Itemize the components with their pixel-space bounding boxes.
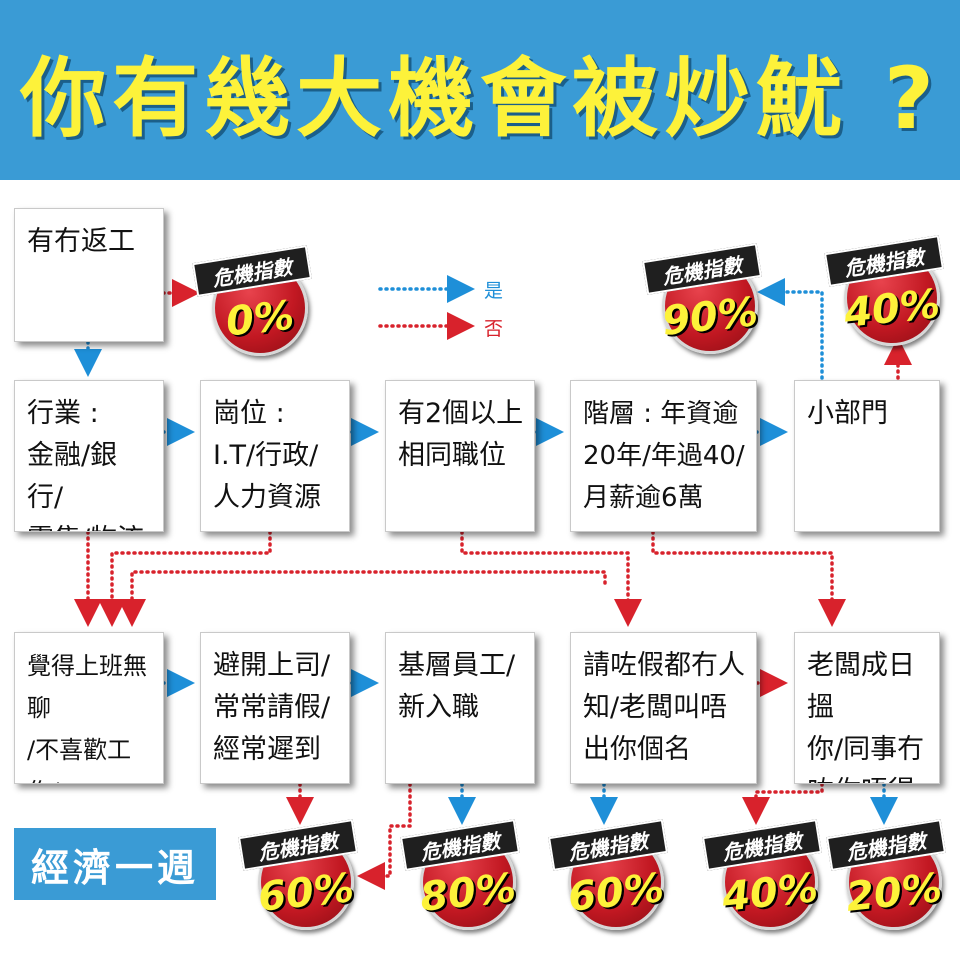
- arrow-smalldept-90: [757, 278, 824, 380]
- arrow-boss-40: [742, 782, 824, 825]
- risk-badge-60-left: 危機指數 60%: [236, 819, 364, 938]
- risk-badge-0: 危機指數 0%: [190, 245, 318, 364]
- node-leave: 請咗假都冇人 知/老闆叫唔 出你個名: [570, 632, 757, 784]
- risk-badge-90: 危機指數 90%: [640, 243, 768, 362]
- legend-yes-label: 是: [484, 280, 504, 302]
- arrow-position-bored-b: [118, 570, 607, 627]
- risk-badge-20: 危機指數 20%: [824, 819, 952, 938]
- node-bored: 覺得上班無聊 /不喜歡工作/ 不願加班: [14, 632, 164, 784]
- node-boss-target: 老闆成日搵 你/同事冇 咗你唔得: [794, 632, 940, 784]
- header-banner: [0, 0, 960, 180]
- node-junior: 基層員工/ 新入職: [385, 632, 535, 784]
- risk-badge-60-mid: 危機指數 60%: [546, 819, 674, 938]
- legend-no-label: 否: [484, 318, 504, 340]
- page-title: 你有幾大機會被炒魷 ?: [20, 48, 940, 149]
- risk-badge-80: 危機指數 80%: [398, 819, 526, 938]
- node-position: 崗位 : I.T/行政/ 人力資源: [200, 380, 350, 532]
- brand-logo: 經濟一週: [14, 828, 216, 900]
- arrow-duplicate-leave: [460, 530, 642, 627]
- node-duplicate: 有2個以上 相同職位: [385, 380, 535, 532]
- node-seniority: 階層 : 年資逾 20年/年過40/ 月薪逾6萬: [570, 380, 757, 532]
- risk-badge-40-top: 危機指數 40%: [822, 235, 950, 354]
- node-industry: 行業 : 金融/銀行/ 零售/物流: [14, 380, 164, 532]
- risk-badge-40-bottom: 危機指數 40%: [700, 819, 828, 938]
- arrow-seniority-boss: [651, 530, 846, 627]
- node-avoid-boss: 避開上司/ 常常請假/ 經常遲到: [200, 632, 350, 784]
- arrow-position-bored: [98, 530, 272, 627]
- node-small-dept: 小部門: [794, 380, 940, 532]
- arrow-junior-60: [357, 782, 412, 890]
- node-start: 有冇返工: [14, 208, 164, 342]
